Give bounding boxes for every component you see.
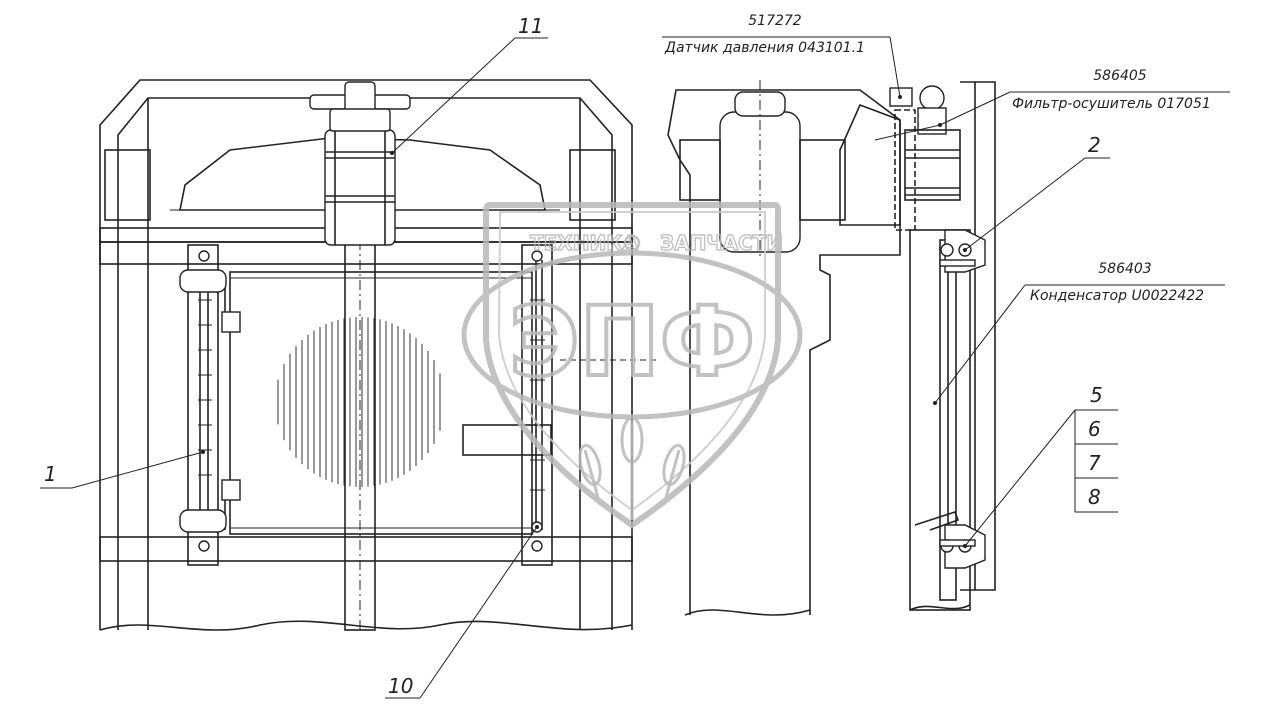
callout-5: 5 [1090, 383, 1103, 407]
label-sensor-name: Датчик давления 043101.1 [664, 40, 865, 56]
label-condenser-code: 586403 [1098, 261, 1151, 277]
callout-7: 7 [1088, 451, 1101, 475]
watermark-top-left: ТЕХНИКА [530, 231, 639, 255]
callout-6: 6 [1088, 417, 1101, 441]
callout-11: 11 [518, 14, 543, 38]
watermark-logo: ТЕХНИКА ЗАПЧАСТИ ЭПФ [461, 202, 803, 529]
callout-2: 2 [1088, 133, 1101, 157]
callout-10: 10 [388, 674, 413, 698]
label-filter-code: 586405 [1093, 68, 1147, 84]
label-filter-name: Фильтр-осушитель 017051 [1012, 96, 1211, 112]
callout-8: 8 [1088, 485, 1101, 509]
fan-grille [277, 317, 441, 487]
watermark-main: ЭПФ [509, 286, 755, 398]
watermark-top-right: ЗАПЧАСТИ [660, 231, 783, 255]
callouts: 11 1 10 517272 Датчик давления 043101.1 … [40, 13, 1230, 699]
left-frame [99, 79, 660, 631]
gear-icon [623, 234, 641, 252]
label-condenser-name: Конденсатор U0022422 [1030, 288, 1204, 304]
callout-1: 1 [44, 462, 57, 486]
label-sensor-code: 517272 [748, 13, 802, 29]
wheat-icon [578, 416, 686, 520]
